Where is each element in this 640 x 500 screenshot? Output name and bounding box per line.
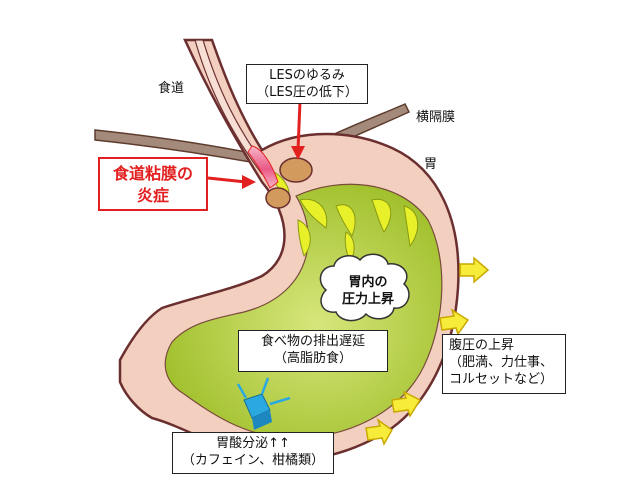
acid-line1: 胃酸分泌↑↑	[216, 436, 290, 451]
inflammation-line2: 炎症	[136, 186, 169, 205]
les-sphincter-lower	[265, 187, 291, 209]
acid-callout: 胃酸分泌↑↑ （カフェイン、柑橘類）	[172, 432, 334, 474]
delay-line2: （高脂肪食）	[273, 351, 352, 366]
les-arrow	[296, 101, 302, 151]
pressure-line2: 圧力上昇	[341, 292, 394, 307]
abdominal-line1: 腹圧の上昇	[449, 338, 515, 353]
gastric-content	[164, 183, 443, 439]
abdominal-line2: （肥満、力仕事、	[449, 355, 554, 370]
inflammation-arrow	[207, 176, 247, 184]
pressure-callout: 胃内の 圧力上昇	[330, 274, 406, 308]
delay-line1: 食べ物の排出遅延	[260, 334, 365, 349]
abdominal-pressure-arrows	[365, 256, 490, 446]
abdominal-line3: コルセットなど）	[449, 372, 554, 387]
les-line2: （LES圧の低下）	[256, 85, 358, 100]
les-line1: LESのゆるみ	[269, 68, 345, 83]
acid-cube	[236, 377, 291, 430]
label-stomach: 胃	[424, 157, 438, 172]
acid-splashes	[269, 169, 419, 264]
inflammation-area	[247, 145, 279, 189]
label-diaphragm: 横隔膜	[416, 110, 456, 125]
abdominal-callout: 腹圧の上昇 （肥満、力仕事、 コルセットなど）	[442, 334, 566, 394]
pressure-line1: 胃内の	[348, 275, 388, 290]
inflammation-line1: 食道粘膜の	[112, 164, 193, 183]
acid-line2: （カフェイン、柑橘類）	[181, 453, 325, 468]
pressure-cloud	[319, 253, 410, 322]
les-sphincter	[279, 157, 313, 183]
inflammation-callout: 食道粘膜の 炎症	[98, 157, 208, 211]
label-esophagus: 食道	[158, 81, 185, 96]
les-callout: LESのゆるみ （LES圧の低下）	[246, 64, 368, 104]
delay-callout: 食べ物の排出遅延 （高脂肪食）	[238, 330, 388, 372]
